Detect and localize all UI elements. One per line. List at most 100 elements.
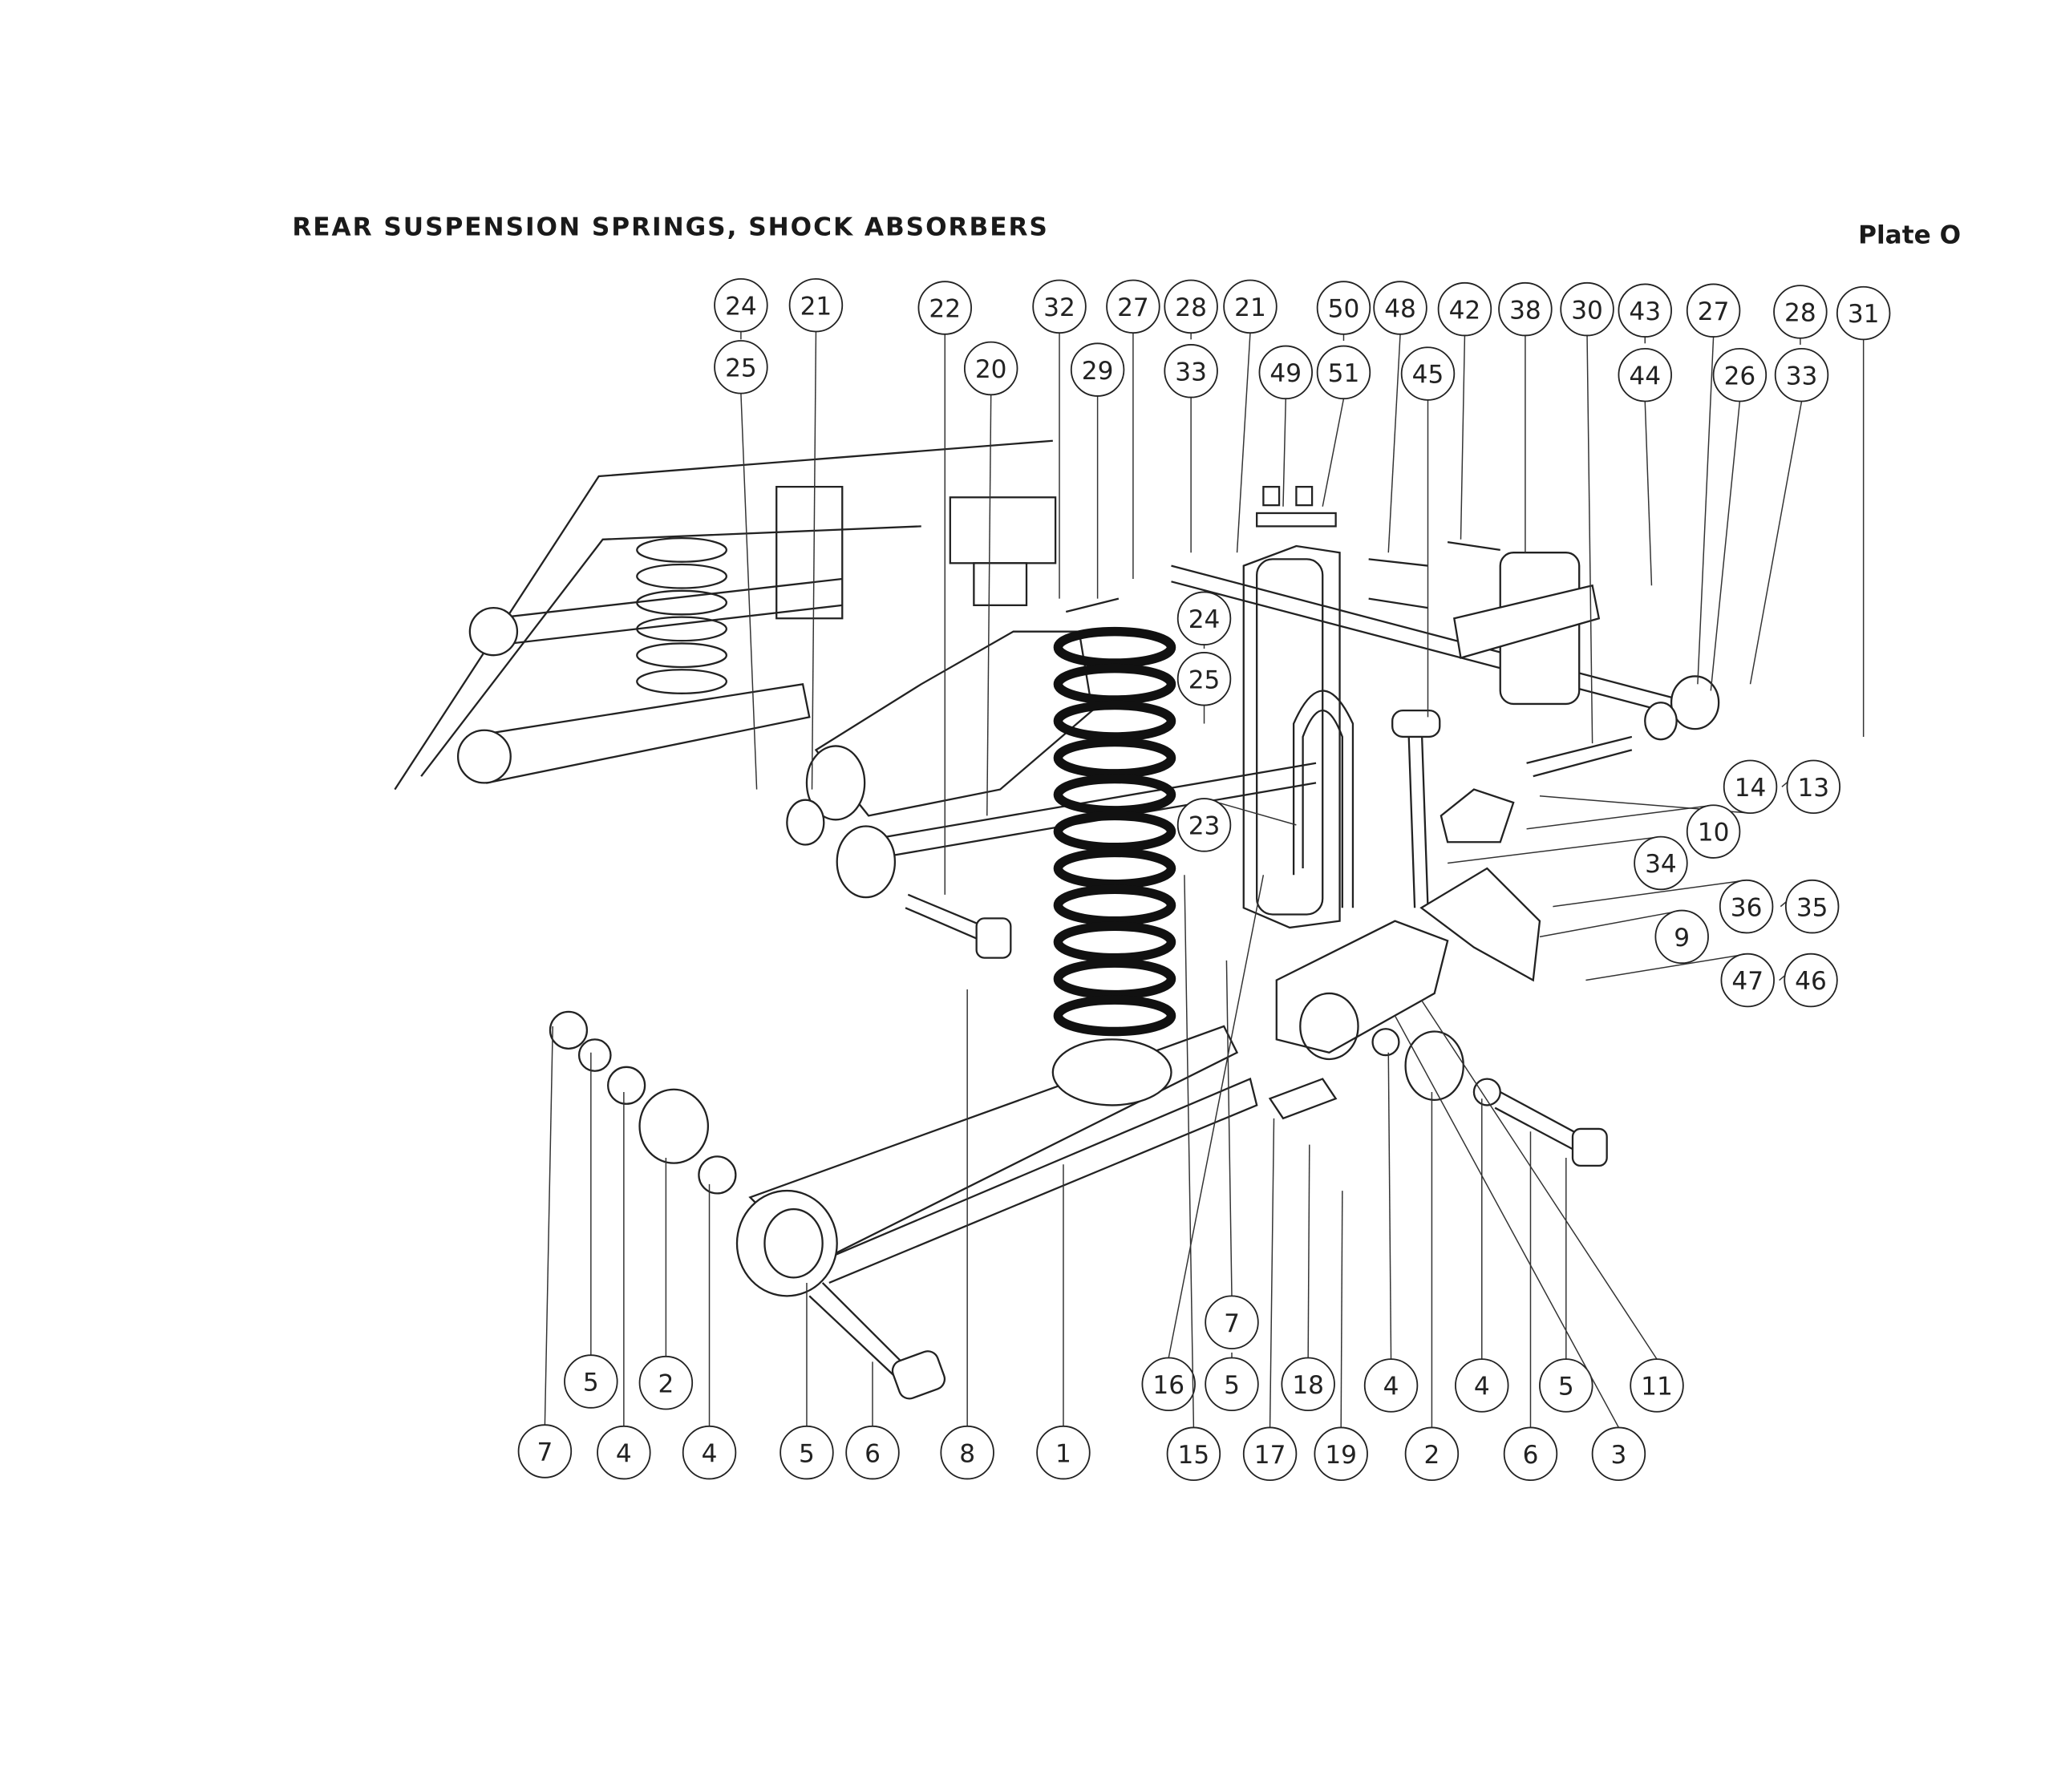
- callout-number: 5: [1558, 1373, 1574, 1402]
- part-callout: 5: [1205, 1357, 1259, 1412]
- callout-circle: [1141, 1357, 1196, 1412]
- callout-number: 35: [1796, 893, 1828, 922]
- callout-circle: [1836, 285, 1891, 341]
- callout-number: 24: [1188, 605, 1221, 634]
- callout-circle: [779, 1425, 834, 1480]
- callout-leader-line: [986, 394, 992, 816]
- part-callout: 20: [963, 341, 1018, 396]
- callout-number: 16: [1152, 1371, 1184, 1400]
- part-callout: 28: [1164, 279, 1218, 334]
- part-callout: 24: [1176, 591, 1232, 645]
- callout-leader-line: [1586, 335, 1593, 744]
- callout-number: 4: [616, 1439, 632, 1468]
- part-callout: 32: [1032, 279, 1087, 334]
- part-callout: 19: [1314, 1426, 1368, 1481]
- part-callout: 27: [1106, 279, 1160, 334]
- callout-number: 46: [1795, 967, 1827, 996]
- part-callout: 14: [1723, 759, 1778, 815]
- callout-circle: [1618, 283, 1672, 338]
- part-callout: 18: [1281, 1357, 1335, 1412]
- part-callout: 15: [1166, 1426, 1221, 1481]
- callout-circle: [1314, 1426, 1368, 1481]
- callout-leader-line: [1340, 1191, 1343, 1428]
- part-callout: 6: [845, 1425, 900, 1480]
- part-callout: 46: [1784, 953, 1838, 1008]
- callout-number: 23: [1188, 812, 1221, 841]
- callout-circle: [1503, 1426, 1558, 1481]
- part-callout: 2: [638, 1355, 694, 1410]
- callout-leader-line: [740, 393, 758, 790]
- callout-leader-line: [1448, 835, 1662, 864]
- part-callout: 34: [1634, 835, 1688, 891]
- callout-number: 9: [1674, 924, 1690, 953]
- callout-number: 36: [1731, 893, 1763, 922]
- callout-circle: [1786, 759, 1841, 815]
- part-callout: 44: [1618, 347, 1672, 402]
- callout-circle: [1205, 1357, 1259, 1412]
- trailing-arm: [735, 1025, 1258, 1297]
- part-callout: 31: [1836, 285, 1891, 341]
- callout-leader-line: [811, 331, 817, 790]
- callout-number: 4: [702, 1439, 718, 1468]
- part-callout: 13: [1786, 759, 1841, 815]
- shock-absorber: [1242, 544, 1354, 929]
- callout-leader-line: [544, 1025, 553, 1426]
- callout-leader-line: [1225, 960, 1233, 1296]
- callout-circle: [1712, 347, 1768, 402]
- callout-circle: [1070, 342, 1125, 397]
- callout-number: 26: [1724, 362, 1756, 390]
- part-callout: 5: [779, 1425, 834, 1480]
- callout-number: 48: [1384, 295, 1416, 324]
- callout-leader-line: [1644, 401, 1653, 586]
- callout-circle: [788, 277, 844, 333]
- callout-leader-line: [1749, 401, 1803, 685]
- part-callout: 6: [1503, 1426, 1558, 1481]
- part-callout: 4: [597, 1425, 651, 1480]
- callout-circle: [1281, 1357, 1335, 1412]
- callout-leader-line: [1282, 398, 1287, 507]
- callout-leader-line: [1269, 1118, 1275, 1428]
- part-callout: 9: [1654, 909, 1709, 965]
- callout-circle: [1258, 345, 1313, 400]
- callout-circle: [1176, 652, 1232, 706]
- callout-number: 34: [1645, 850, 1677, 879]
- part-callout: 25: [714, 340, 768, 394]
- callout-number: 7: [1224, 1309, 1240, 1338]
- part-callout: 2: [1404, 1426, 1460, 1481]
- part-callout: 5: [1539, 1358, 1593, 1413]
- part-callout: 28: [1773, 285, 1828, 339]
- part-callout: 8: [940, 1425, 994, 1480]
- callout-number: 14: [1735, 774, 1767, 803]
- callout-leader-line: [1394, 1015, 1620, 1428]
- callout-number: 6: [865, 1439, 881, 1468]
- callout-number: 2: [1424, 1441, 1440, 1470]
- part-callout: 21: [788, 277, 844, 333]
- part-callout: 26: [1712, 347, 1768, 402]
- callout-circle: [517, 1424, 573, 1479]
- callout-number: 43: [1629, 297, 1661, 326]
- callout-leader-line: [1184, 875, 1195, 1428]
- part-callout: 7: [1205, 1295, 1259, 1349]
- callout-circle: [940, 1425, 994, 1480]
- callout-circle: [1774, 347, 1829, 402]
- part-callout: 29: [1070, 342, 1125, 397]
- part-callout: 24: [714, 277, 768, 333]
- plate-title: REAR SUSPENSION SPRINGS, SHOCK ABSORBERS: [292, 213, 1049, 242]
- callout-number: 25: [725, 354, 757, 382]
- part-callout: 1: [1036, 1425, 1091, 1480]
- callout-number: 33: [1175, 358, 1207, 386]
- callout-circle: [1618, 347, 1672, 402]
- callout-circle: [1205, 1295, 1259, 1349]
- callout-number: 5: [799, 1439, 815, 1468]
- part-callout: 33: [1774, 347, 1829, 402]
- callout-leader-line: [1307, 1144, 1310, 1358]
- part-callout: 33: [1164, 344, 1218, 398]
- callout-circle: [1242, 1426, 1298, 1481]
- callout-number: 5: [1224, 1371, 1240, 1400]
- callout-number: 25: [1188, 665, 1221, 694]
- callout-circle: [1176, 591, 1232, 645]
- callout-circle: [1591, 1426, 1646, 1481]
- callout-leader-line: [1168, 875, 1265, 1358]
- callout-circle: [1400, 346, 1456, 401]
